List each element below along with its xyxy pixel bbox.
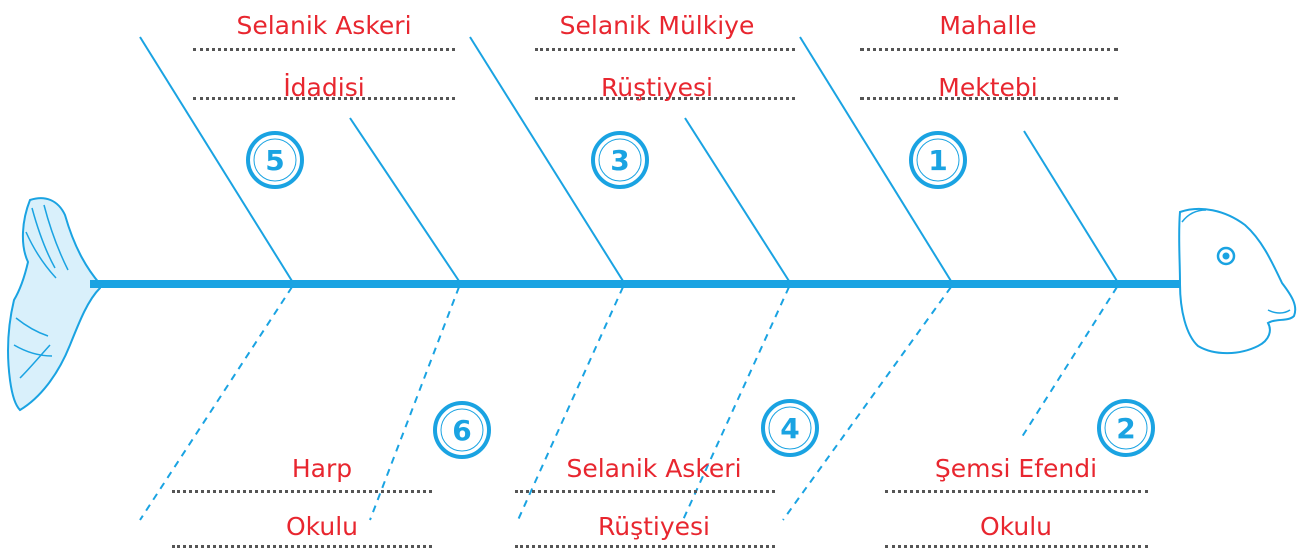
step-badge-4: 4 <box>761 399 819 457</box>
step-label-line2: Okulu <box>979 512 1053 541</box>
step-label-line1: Şemsi Efendi <box>934 454 1098 483</box>
step-label-line1: Selanik Askeri <box>566 454 742 483</box>
step-label-line2: Rüştiyesi <box>600 73 713 102</box>
step-label-line2: İdadisi <box>283 73 365 102</box>
dotted-answer-line <box>535 48 795 51</box>
bone-line <box>139 36 293 282</box>
step-badge-6: 6 <box>433 401 491 459</box>
dotted-answer-line <box>193 48 455 51</box>
dotted-answer-line <box>172 490 432 493</box>
step-number: 2 <box>1116 412 1135 445</box>
step-badge-5: 5 <box>246 131 304 189</box>
step-label-line1: Selanik Askeri <box>236 11 412 40</box>
dotted-answer-line <box>172 545 432 548</box>
dotted-answer-line <box>193 97 455 100</box>
fish-head-icon <box>1178 207 1297 355</box>
bone-line <box>684 117 790 282</box>
step-badge-2: 2 <box>1097 399 1155 457</box>
dotted-answer-line <box>860 97 1118 100</box>
step-badge-1: 1 <box>909 131 967 189</box>
bone-dashed-line <box>682 286 790 521</box>
step-number: 1 <box>928 144 947 177</box>
dotted-answer-line <box>860 48 1118 51</box>
step-badge-3: 3 <box>591 131 649 189</box>
bone-line <box>1023 130 1118 282</box>
dotted-answer-line <box>515 545 775 548</box>
fish-tail-icon <box>6 197 101 412</box>
step-number: 6 <box>452 414 471 447</box>
step-label-line2: Okulu <box>285 512 359 541</box>
step-label-line2: Mektebi <box>938 73 1038 102</box>
step-number: 5 <box>265 144 284 177</box>
bone-dashed-line <box>1019 286 1118 441</box>
step-number: 4 <box>780 412 799 445</box>
dotted-answer-line <box>515 490 775 493</box>
bone-dashed-line <box>517 286 624 521</box>
step-label-line1: Mahalle <box>939 11 1037 40</box>
bone-dashed-line <box>369 286 460 521</box>
dotted-answer-line <box>885 490 1148 493</box>
bone-dashed-line <box>139 286 293 521</box>
step-number: 3 <box>610 144 629 177</box>
step-label-line1: Selanik Mülkiye <box>559 11 755 40</box>
bone-dashed-line <box>782 286 952 521</box>
step-label-line1: Harp <box>291 454 353 483</box>
bone-line <box>349 117 460 282</box>
dotted-answer-line <box>885 545 1148 548</box>
dotted-answer-line <box>535 97 795 100</box>
bone-line <box>799 36 952 282</box>
bone-line <box>469 36 624 282</box>
step-label-line2: Rüştiyesi <box>597 512 710 541</box>
